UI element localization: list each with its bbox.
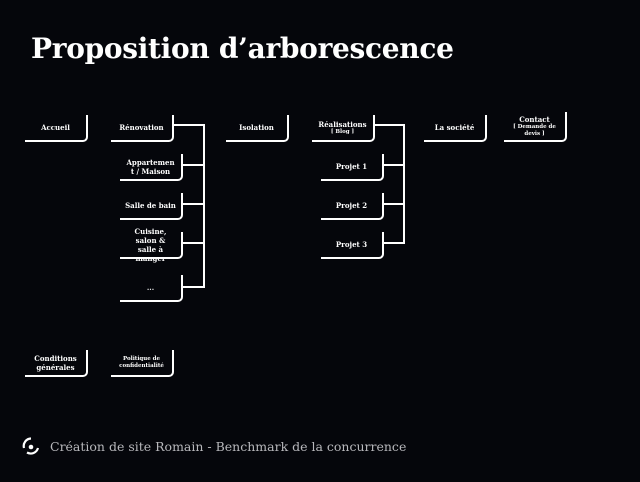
node-label: Rénovation <box>119 123 164 132</box>
connector <box>174 124 205 126</box>
node-politique: Politique de confidentialité <box>111 350 174 377</box>
node-projet-2: Projet 2 <box>321 193 384 220</box>
node-label: La société <box>434 123 475 132</box>
node-label: Conditions générales <box>34 353 77 372</box>
node-cuisine: Cuisine, salon & salle à manger <box>120 227 183 263</box>
node-ellipsis: ... <box>120 275 183 302</box>
node-label: Accueil <box>41 123 70 132</box>
node-conditions: Conditions générales <box>25 350 88 377</box>
connector <box>375 124 405 126</box>
connector <box>183 242 204 244</box>
connector <box>384 164 404 166</box>
node-label: Projet 2 <box>335 201 368 210</box>
node-sublabel: [ Demande de devis ] <box>513 123 556 137</box>
node-label: Contact <box>519 114 550 124</box>
node-la-societe: La société <box>424 115 487 142</box>
connector <box>183 164 204 166</box>
connector <box>183 286 204 288</box>
node-appartement: Appartemen t / Maison <box>120 154 183 181</box>
node-isolation: Isolation <box>226 115 289 142</box>
connector <box>203 124 205 288</box>
node-label: Projet 3 <box>335 240 368 249</box>
connector <box>384 203 404 205</box>
node-salle-de-bain: Salle de bain <box>120 193 183 220</box>
node-label: Politique de confidentialité <box>119 355 164 369</box>
node-label: Cuisine, salon & salle à manger <box>134 226 167 263</box>
node-label: Projet 1 <box>335 162 368 171</box>
footer: Création de site Romain - Benchmark de l… <box>22 437 406 455</box>
node-accueil: Accueil <box>25 115 88 142</box>
logo-icon <box>22 437 40 455</box>
node-sublabel: [ Blog ] <box>330 128 355 135</box>
node-realisations: Réalisations[ Blog ] <box>312 115 375 142</box>
page-title: Proposition d’arborescence <box>31 32 454 65</box>
footer-text: Création de site Romain - Benchmark de l… <box>50 438 407 454</box>
node-projet-1: Projet 1 <box>321 154 384 181</box>
node-label: Isolation <box>239 123 274 132</box>
connector <box>384 242 404 244</box>
node-renovation: Rénovation <box>111 115 174 142</box>
node-label: ... <box>146 283 155 292</box>
node-contact: Contact[ Demande de devis ] <box>504 112 567 142</box>
node-projet-3: Projet 3 <box>321 232 384 259</box>
connector <box>403 124 405 244</box>
connector <box>183 203 204 205</box>
node-label: Appartemen t / Maison <box>126 157 175 176</box>
node-label: Réalisations <box>318 119 367 129</box>
node-label: Salle de bain <box>125 201 176 210</box>
